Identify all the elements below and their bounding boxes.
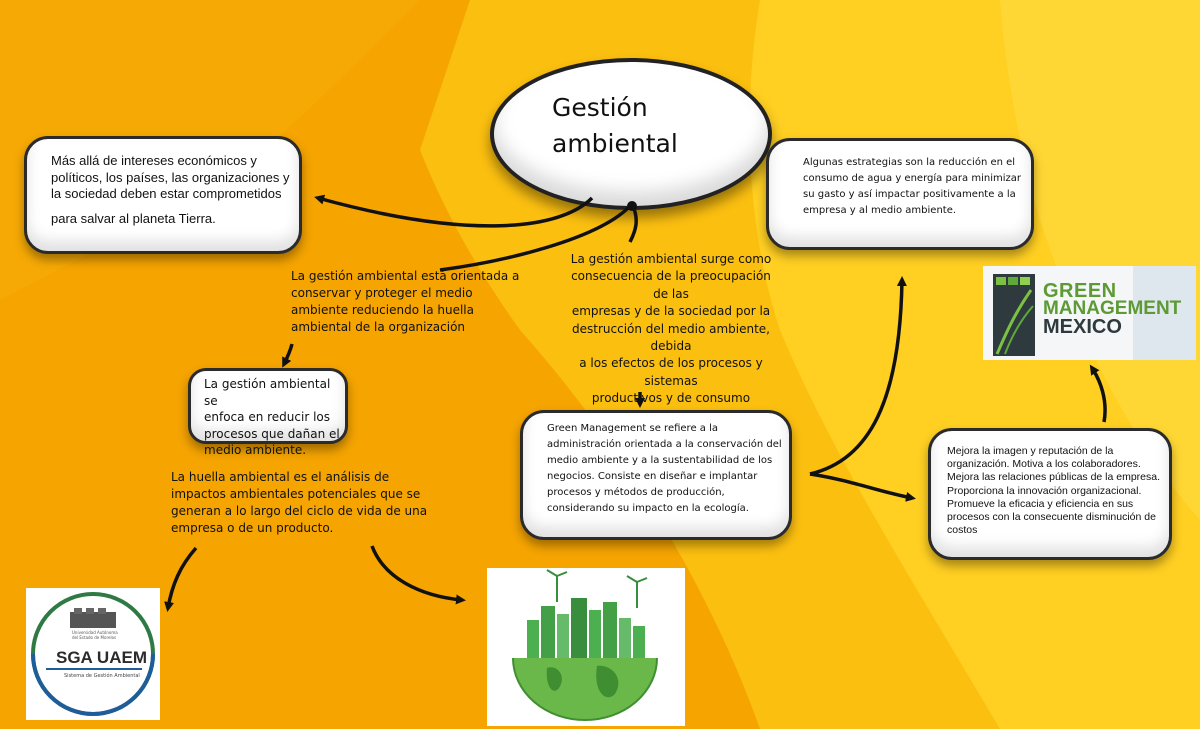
sga-crest-line-1: Universidad Autónoma xyxy=(72,630,118,635)
green-earth-icon xyxy=(487,568,685,726)
huella-line-1: La huella ambiental es el análisis de xyxy=(171,470,390,484)
mejora-line-4: Proporciona la innovación organizacional… xyxy=(947,484,1142,497)
title-text: Gestión ambiental xyxy=(552,90,678,162)
enfoca-line-1: La gestión ambiental se xyxy=(204,377,331,408)
top-left-line-2: políticos, los países, las organizacione… xyxy=(51,169,290,185)
green-mgmt-line-5: procesos y métodos de producción, xyxy=(547,487,725,498)
sga-crest-line-2: del Estado de Morelos xyxy=(72,635,117,640)
mejora-line-5: Promueve la eficacia y eficiencia en sus xyxy=(947,497,1134,510)
green-mgmt-line-1: Green Management se refiere a la xyxy=(547,423,718,434)
node-top-right: Algunas estrategias son la reducción en … xyxy=(766,138,1034,250)
surge-line-1: La gestión ambiental surge como xyxy=(570,252,772,266)
green-management-emblem xyxy=(983,266,1196,360)
gm-word-3: MEXICO xyxy=(1043,316,1122,338)
green-mgmt-line-4: negocios. Consiste en diseñar e implanta… xyxy=(547,471,758,482)
green-city-earth-image xyxy=(487,568,685,726)
title-line-1: Gestión xyxy=(552,93,648,122)
top-right-line-3: su gasto y así impactar positivamente a … xyxy=(803,189,1016,200)
top-right-line-4: empresa y al medio ambiente. xyxy=(803,205,957,216)
surge-line-4: destrucción del medio ambiente, debida xyxy=(572,321,770,354)
top-left-line-4: para salvar al planeta Tierra. xyxy=(51,210,216,226)
orientada-line-2: conservar y proteger el medio xyxy=(291,286,473,300)
enfoca-line-2: enfoca en reducir los xyxy=(204,410,331,424)
huella-line-3: generan a lo largo del ciclo de vida de … xyxy=(171,504,428,518)
top-left-line-1: Más allá de intereses económicos y xyxy=(51,153,257,168)
sga-uaem-logo: Universidad Autónoma del Estado de Morel… xyxy=(26,588,160,720)
node-surge: La gestión ambiental surge como consecue… xyxy=(562,251,780,408)
mejora-line-2: organización. Motiva a los colaboradores… xyxy=(947,458,1141,471)
node-orientada: La gestión ambiental está orientada a co… xyxy=(291,268,519,336)
enfoca-line-3: procesos que dañan el xyxy=(204,426,340,441)
sga-subtitle: Sistema de Gestión Ambiental xyxy=(64,673,140,679)
enfoca-line-4: medio ambiente. xyxy=(204,443,307,457)
top-right-line-2: consumo de agua y energía para minimizar xyxy=(803,173,1021,184)
green-mgmt-line-2: administración orientada a la conservaci… xyxy=(547,439,782,450)
huella-line-4: empresa o de un producto. xyxy=(171,521,334,535)
sga-emblem xyxy=(26,588,160,720)
surge-line-2: consecuencia de la preocupación de las xyxy=(571,269,771,301)
green-mgmt-line-6: considerando su impacto en la ecología. xyxy=(547,503,749,514)
node-mejora: Mejora la imagen y reputación de la orga… xyxy=(928,428,1172,560)
mejora-line-7: costos xyxy=(947,524,978,537)
node-top-left: Más allá de intereses económicos y polít… xyxy=(24,136,302,254)
node-green-management: Green Management se refiere a la adminis… xyxy=(520,410,792,540)
top-right-line-1: Algunas estrategias son la reducción en … xyxy=(803,157,1016,168)
surge-line-6: productivos y de consumo xyxy=(591,391,751,406)
surge-line-5: a los efectos de los procesos y sistemas xyxy=(579,356,763,388)
mejora-line-3: Mejora las relaciones públicas de la emp… xyxy=(947,471,1161,484)
surge-line-3: empresas y de la sociedad por la xyxy=(571,304,771,319)
green-management-logo: GREEN MANAGEMENT MEXICO xyxy=(983,266,1196,360)
gm-word-2: MANAGEMENT xyxy=(1043,298,1182,319)
sga-title: SGA UAEM xyxy=(56,648,147,667)
node-enfoca: La gestión ambiental se enfoca en reduci… xyxy=(188,368,348,457)
huella-line-2: impactos ambientales potenciales que se xyxy=(171,487,421,501)
gm-word-1: GREEN xyxy=(1043,280,1117,302)
mejora-line-1: Mejora la imagen y reputación de la xyxy=(947,445,1114,457)
orientada-line-1: La gestión ambiental está orientada a xyxy=(291,269,520,283)
orientada-line-4: ambiental de la organización xyxy=(291,320,466,334)
top-left-line-3: la sociedad deben estar comprometidos xyxy=(51,186,282,201)
green-mgmt-line-3: medio ambiente y a la sustentabilidad de… xyxy=(547,455,773,466)
node-huella: La huella ambiental es el análisis de im… xyxy=(171,469,427,537)
orientada-line-3: ambiente reduciendo la huella xyxy=(291,303,474,317)
mejora-line-6: procesos con la consecuente disminución … xyxy=(947,511,1156,524)
title-ellipse xyxy=(490,58,772,210)
title-line-2: ambiental xyxy=(552,129,678,158)
